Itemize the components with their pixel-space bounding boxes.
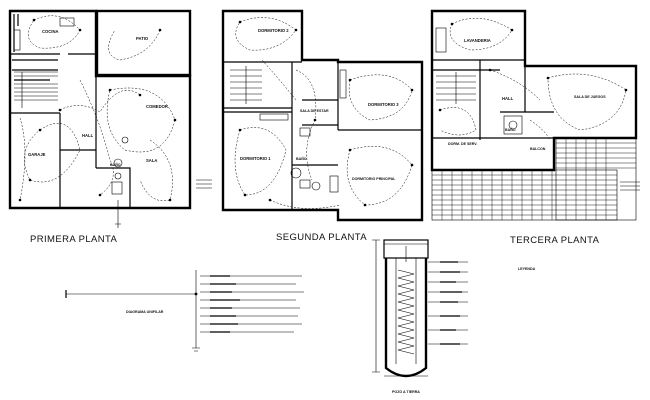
room-label-dormitorio-principal: DORMITORIO PRINCIPAL <box>352 177 396 181</box>
room-label-dorm-servicio: DORM. DE SERV. <box>448 142 477 146</box>
room-label-cocina: COCINA <box>42 29 59 34</box>
room-label-bano-2: BAÑO <box>296 156 307 161</box>
room-label-bano: BAÑO <box>110 162 121 167</box>
room-label-sala-de-estar: SALA DE ESTAR <box>300 109 329 113</box>
room-label-sala: SALA <box>146 158 157 163</box>
room-label-hall-3: HALL <box>502 96 514 101</box>
room-label-bano-3: BAÑO <box>505 127 516 132</box>
plan-title-tercera: TERCERA PLANTA <box>510 235 600 246</box>
legend-title: LEYENDA <box>518 267 536 271</box>
room-label-dormitorio-3: DORMITORIO 3 <box>368 102 399 107</box>
room-label-hall: HALL <box>82 133 94 138</box>
diagram-label: DIAGRAMA UNIFILAR <box>126 310 164 314</box>
roof-tile-hatch <box>431 137 637 221</box>
plan-title-primera: PRIMERA PLANTA <box>30 234 118 245</box>
room-label-sala-de-juegos: SALA DE JUEGOS <box>574 95 606 99</box>
room-label-dormitorio-2: DORMITORIO 2 <box>258 28 289 33</box>
segunda-planta-plan: DORMITORIO 2 SALA DE ESTAR DORMITORIO 3 … <box>221 9 424 243</box>
well-label: POZO A TIERRA <box>392 390 420 394</box>
room-label-dormitorio-1: DORMITORIO 1 <box>240 156 271 161</box>
ground-well-detail: POZO A TIERRA <box>372 239 468 394</box>
room-label-patio: PATIO <box>136 36 149 41</box>
single-line-diagram: DIAGRAMA UNIFILAR <box>65 270 304 352</box>
primera-planta-plan: COCINA PATIO COMEDOR HALL GARAJE SALA BA… <box>8 9 212 245</box>
room-label-garaje: GARAJE <box>28 152 46 157</box>
room-label-lavanderia: LAVANDERIA <box>464 38 491 43</box>
room-label-comedor: COMEDOR <box>146 104 168 109</box>
tercera-planta-plan: LAVANDERIA HALL SALA DE JUEGOS DORM. DE … <box>430 9 640 246</box>
plan-title-segunda: SEGUNDA PLANTA <box>276 232 367 243</box>
room-label-balcon: BALCON <box>530 147 546 151</box>
